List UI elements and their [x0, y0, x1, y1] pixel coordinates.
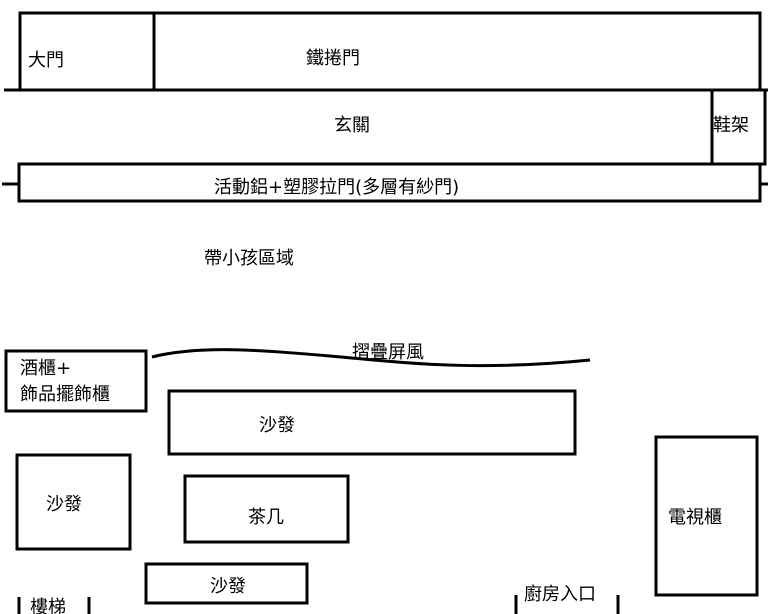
kitchen-entrance-label: 廚房入口 — [524, 583, 596, 605]
rolling-shutter-label: 鐵捲門 — [306, 48, 360, 69]
folding-screen — [151, 348, 591, 368]
shoe-rack-label: 鞋架 — [713, 115, 749, 136]
cabinet-label-line1: 酒櫃+ — [20, 358, 71, 379]
kids-area-label: 帶小孩區域 — [204, 248, 294, 269]
sofa-left-label: 沙發 — [46, 494, 82, 515]
tv-cabinet — [654, 435, 759, 597]
sofa-bottom-label: 沙發 — [210, 576, 246, 597]
sofa-top — [167, 389, 577, 456]
coffee-table-label: 茶几 — [248, 507, 284, 528]
stairs-label: 樓梯 — [30, 597, 66, 614]
main-door-label: 大門 — [28, 50, 64, 71]
folding-screen-label: 摺疊屏風 — [352, 342, 424, 363]
display-cabinet — [4, 349, 148, 413]
entryway-label: 玄關 — [334, 115, 370, 136]
sofa-top-label: 沙發 — [259, 415, 295, 436]
sofa-left — [15, 453, 132, 551]
sliding-door-label: 活動鋁+塑膠拉門(多層有紗門) — [214, 177, 459, 198]
tv-cabinet-label: 電視櫃 — [668, 507, 722, 528]
front-wall — [18, 11, 762, 92]
cabinet-label-line2: 飾品擺飾櫃 — [20, 384, 110, 405]
coffee-table — [183, 474, 350, 544]
sofa-bottom — [144, 562, 309, 605]
